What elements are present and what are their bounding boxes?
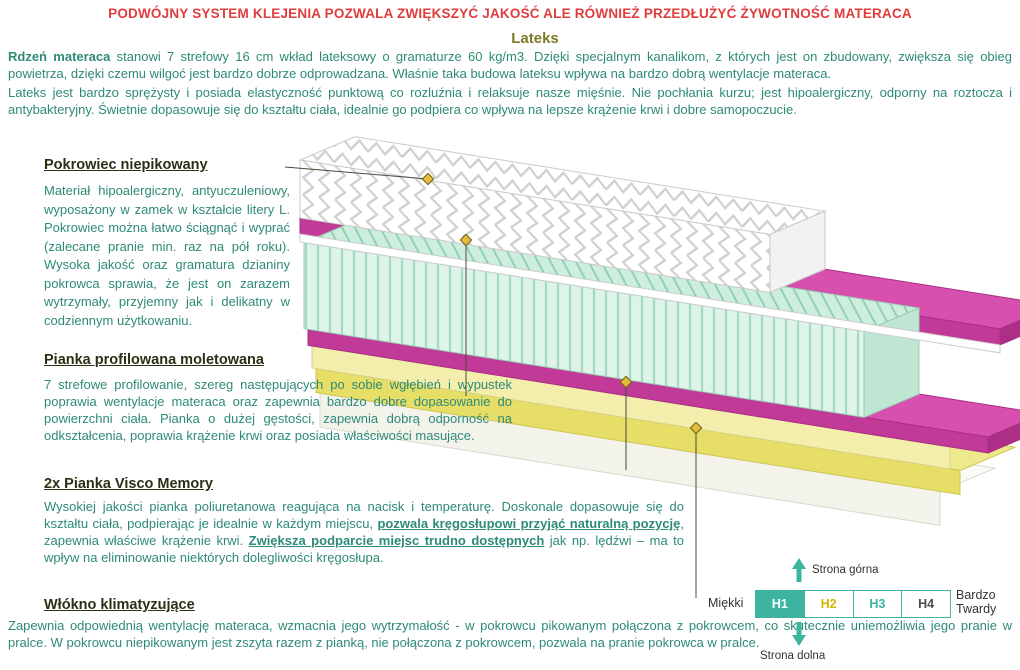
lateks-lead-bold: Rdzeń materaca bbox=[8, 49, 111, 64]
paragraph-pokrowiec: Materiał hipoalergiczny, antyuczuleniowy… bbox=[44, 183, 290, 328]
firmness-levels: H1 H2 H3 H4 bbox=[755, 590, 951, 618]
paragraph-lateks-1: Rdzeń materaca stanowi 7 strefowy 16 cm … bbox=[8, 48, 1012, 82]
layer-thin-white bbox=[299, 233, 1001, 354]
lateks-lead-rest: stanowi 7 strefowy 16 cm wkład lateksowy… bbox=[8, 49, 1013, 81]
paragraph-lateks-2: Lateks jest bardzo sprężysty i posiada e… bbox=[8, 85, 1012, 117]
heading-lateks: Lateks bbox=[511, 30, 559, 47]
arrow-down-icon bbox=[792, 622, 806, 646]
visco-bold-2: Zwiększa podparcie miejsc trudno dostępn… bbox=[248, 533, 545, 548]
visco-text-1: Wysokiej jakości pianka poliuretanowa re… bbox=[44, 499, 684, 531]
paragraph-pianka-profilowana: 7 strefowe profilowanie, szereg następuj… bbox=[44, 377, 512, 443]
firmness-level-h1: H1 bbox=[756, 591, 805, 617]
heading-pianka-profilowana: Pianka profilowana moletowana bbox=[44, 352, 264, 368]
callout-marker-profiled-foam bbox=[459, 233, 473, 247]
mattress-illustration bbox=[298, 136, 1020, 526]
scale-bottom-label: Strona dolna bbox=[760, 650, 826, 662]
visco-bold-1: pozwala kręgosłupowi przyjąć naturalną p… bbox=[377, 516, 681, 531]
callout-marker-cover bbox=[421, 172, 435, 186]
firmness-level-h3: H3 bbox=[854, 591, 903, 617]
scale-top-label: Strona górna bbox=[812, 564, 879, 576]
heading-pokrowiec: Pokrowiec niepikowany bbox=[44, 157, 208, 173]
paragraph-visco-memory: Wysokiej jakości pianka poliuretanowa re… bbox=[44, 498, 684, 566]
arrow-up-icon bbox=[792, 558, 806, 582]
callout-marker-visco bbox=[619, 375, 633, 389]
callout-marker-fibre bbox=[689, 421, 703, 435]
visco-text-3: jak np. lędźwi – ma to wpływ na eliminow… bbox=[44, 533, 684, 565]
page-title: PODWÓJNY SYSTEM KLEJENIA POZWALA ZWIĘKSZ… bbox=[108, 6, 912, 21]
visco-text-2: , zapewnia właściwe krążenie krwi. bbox=[44, 516, 684, 548]
heading-wlokno: Włókno klimatyzujące bbox=[44, 597, 195, 613]
heading-visco-memory: 2x Pianka Visco Memory bbox=[44, 476, 213, 492]
scale-left-label: Miękki bbox=[708, 596, 744, 610]
firmness-scale: Strona górna Miękki H1 H2 H3 H4 Bardzo T… bbox=[700, 558, 1020, 670]
layer-latex-core bbox=[302, 218, 921, 419]
scale-right-label: Bardzo Twardy bbox=[956, 588, 997, 616]
paragraph-wlokno: Zapewnia odpowiednią wentylację materaca… bbox=[8, 618, 1012, 650]
firmness-level-h2: H2 bbox=[805, 591, 854, 617]
firmness-level-h4: H4 bbox=[918, 597, 935, 611]
layer-cover bbox=[298, 136, 827, 294]
